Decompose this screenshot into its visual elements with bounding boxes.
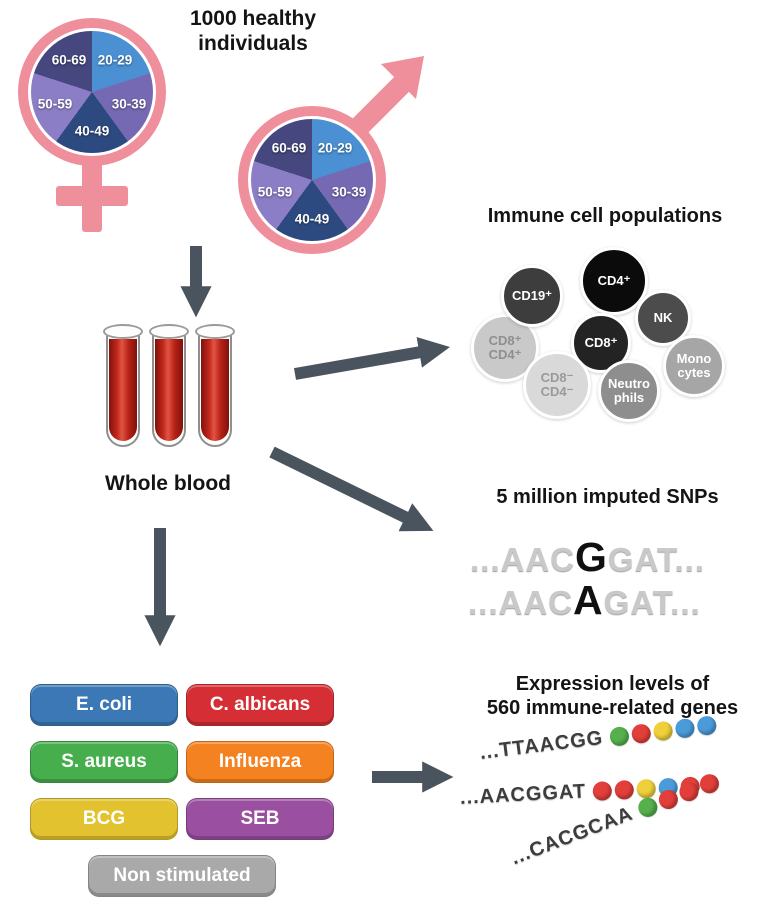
tube-blood <box>109 339 137 441</box>
gene-bead <box>592 781 613 802</box>
age-group-label: 20-29 <box>317 140 353 156</box>
tube-rim <box>195 324 235 339</box>
stimulus-pill: C. albicans <box>186 684 334 726</box>
snp-prefix: ...AAC <box>470 541 575 578</box>
gene-bead <box>630 723 652 745</box>
gene-bead <box>655 787 681 812</box>
age-group-label: 30-39 <box>111 96 147 112</box>
gene-bead <box>676 779 702 804</box>
expression-title-line1: Expression levels of <box>515 673 710 695</box>
stimulus-pill: Influenza <box>186 741 334 783</box>
gene-bead <box>614 779 635 800</box>
snp-prefix: ...AAC <box>468 584 573 621</box>
age-group-label: 50-59 <box>37 96 73 112</box>
snp-suffix: GAT... <box>603 584 701 621</box>
stimulus-pill: Non stimulated <box>88 855 276 897</box>
snp-title: 5 million imputed SNPs <box>496 486 719 508</box>
snp-sequence: ...AACGGAT... <box>470 534 705 581</box>
cohort-title-line1: 1000 healthy <box>189 7 317 30</box>
tube-blood <box>201 339 229 441</box>
tube-rim <box>149 324 189 339</box>
age-group-label: 30-39 <box>331 184 367 200</box>
stimulus-pill: E. coli <box>30 684 178 726</box>
arrow-blood-to-cells <box>293 336 450 380</box>
age-group-label: 50-59 <box>257 184 293 200</box>
whole-blood-label: Whole blood <box>105 472 231 495</box>
gene-bead <box>674 717 696 739</box>
age-group-label: 40-49 <box>74 123 110 139</box>
expression-title-line2: 560 immune-related genes <box>486 697 739 719</box>
snp-variant: G <box>575 534 608 580</box>
test-tube <box>103 324 143 452</box>
gene-bead <box>635 795 661 820</box>
expression-title: Expression levels of 560 immune-related … <box>460 672 765 720</box>
snp-sequence: ...AACAGAT... <box>468 577 701 624</box>
age-group-label: 60-69 <box>271 140 307 156</box>
immune-cells-title: Immune cell populations <box>487 205 723 227</box>
snp-suffix: GAT... <box>607 541 705 578</box>
gene-bead <box>608 725 631 747</box>
cohort-title: 1000 healthy individuals <box>158 6 348 56</box>
stimulus-pill: SEB <box>186 798 334 840</box>
blood-tubes <box>103 324 263 454</box>
tube-rim <box>103 324 143 339</box>
cohort-title-line2: individuals <box>198 32 308 55</box>
age-group-label: 40-49 <box>294 211 330 227</box>
snp-variant: A <box>573 577 604 623</box>
stimulus-pill: BCG <box>30 798 178 840</box>
gene-bead <box>652 720 674 742</box>
arrow-blood-to-snps <box>269 446 434 532</box>
gene-bead <box>696 715 718 737</box>
age-group-label: 20-29 <box>97 52 133 68</box>
test-tube <box>149 324 189 452</box>
tube-blood <box>155 339 183 441</box>
female-symbol-crossbar <box>56 186 128 206</box>
test-tube <box>195 324 235 452</box>
male-symbol-arrow-head <box>381 56 424 99</box>
stimulus-pill: S. aureus <box>30 741 178 783</box>
age-group-label: 60-69 <box>51 52 87 68</box>
